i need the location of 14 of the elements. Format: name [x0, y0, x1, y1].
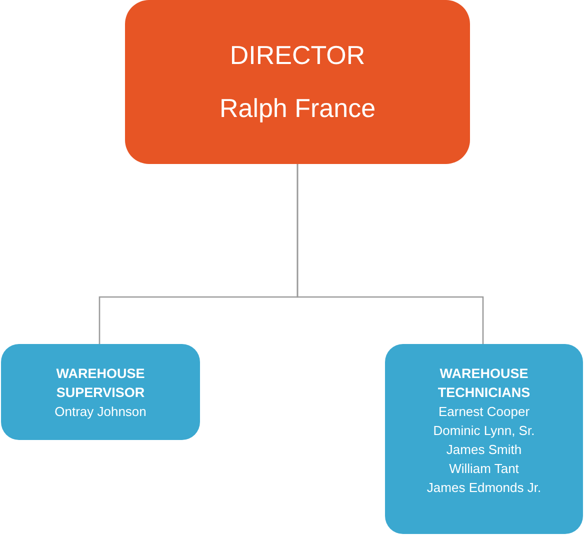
org-box — [1, 344, 200, 440]
person-name: Ralph France — [219, 93, 376, 124]
role-title: WAREHOUSE SUPERVISOR — [55, 365, 146, 402]
role-title: WAREHOUSE TECHNICIANS — [436, 365, 532, 402]
person-name: James Edmonds Jr. — [426, 479, 542, 497]
person-name: Dominic Lynn, Sr. — [433, 422, 535, 440]
role-title: DIRECTOR — [230, 40, 366, 71]
person-name: Earnest Cooper — [438, 403, 530, 421]
connector-line — [296, 164, 484, 344]
org-box — [385, 344, 583, 534]
org-box — [125, 0, 470, 164]
person-name: James Smith — [446, 441, 522, 459]
person-name: Ontray Johnson — [54, 403, 146, 421]
person-name: William Tant — [449, 460, 519, 478]
